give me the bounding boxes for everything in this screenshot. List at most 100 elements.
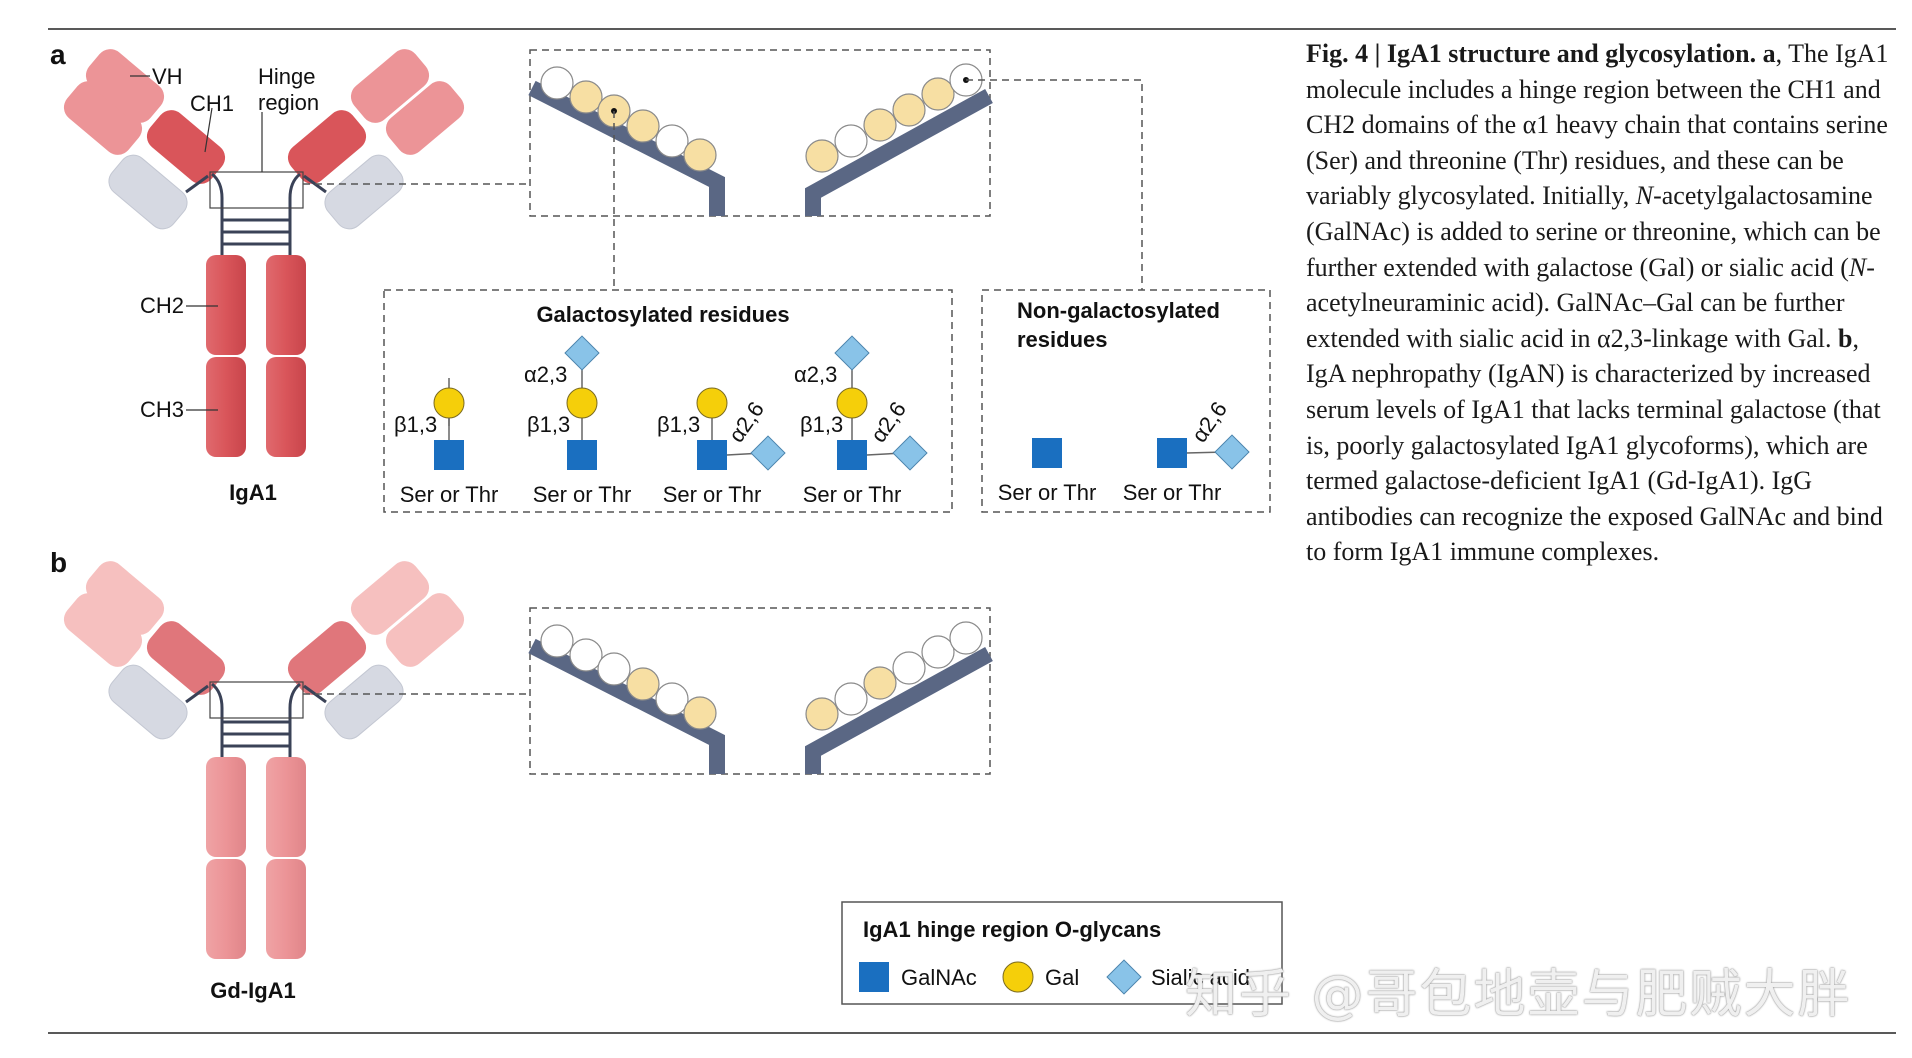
- connector-nongal: [966, 79, 1143, 290]
- sialic-diamond: [564, 335, 600, 371]
- beta13-label: β1,3: [657, 412, 700, 437]
- left-light-chain-vl: [63, 81, 143, 155]
- right-ch2-domain: [266, 757, 306, 857]
- legend-gal-label: Gal: [1045, 965, 1079, 990]
- caption-text-a1: , The IgA1 molecule includes a hinge reg…: [1306, 39, 1889, 211]
- beta13-label: β1,3: [527, 412, 570, 437]
- right-light-chain-cl: [324, 154, 404, 230]
- label-gd-iga1: Gd-IgA1: [210, 978, 296, 1003]
- right-light-chain-cl: [324, 664, 404, 740]
- label-iga1: IgA1: [229, 480, 277, 505]
- caption-text-b: , IgA nephropathy (IgAN) is characterize…: [1306, 323, 1883, 567]
- left-light-chain-cl: [108, 154, 188, 230]
- label-ch1: CH1: [190, 91, 234, 116]
- left-light-chain-cl: [108, 664, 188, 740]
- right-light-chain-vl: [385, 81, 465, 155]
- backbone-right-b: [805, 646, 993, 774]
- zoom-box-a: [529, 49, 991, 217]
- left-ch3-domain: [206, 357, 246, 457]
- sialic-diamond: [834, 335, 870, 371]
- right-ch1-domain: [287, 621, 367, 695]
- hinge-region-box: [209, 171, 304, 209]
- residue-label: Ser or Thr: [663, 482, 762, 507]
- left-ch2-domain: [206, 757, 246, 857]
- galnac-square: [697, 440, 727, 470]
- residue-label: Ser or Thr: [533, 482, 632, 507]
- bead: [921, 77, 955, 111]
- caption-paragraph: Fig. 4 | IgA1 structure and glycosylatio…: [1306, 36, 1896, 570]
- caption-fig-label: Fig. 4 | IgA1 structure and glycosylatio…: [1306, 39, 1757, 68]
- right-light-chain-vl: [385, 593, 465, 667]
- bead: [626, 667, 660, 701]
- residue-label: Ser or Thr: [803, 482, 902, 507]
- galnac-square: [1157, 438, 1187, 468]
- right-ch3-domain: [266, 357, 306, 457]
- non-gal-title-1: Non-galactosylated: [1017, 298, 1220, 323]
- watermark: 知乎 @哥包地壶与肥贼大胖: [1185, 965, 1852, 1025]
- glycan-structure-1: β1,3 Ser or Thr: [394, 378, 498, 507]
- bead: [655, 682, 689, 716]
- right-vh-domain: [350, 561, 430, 635]
- right-ch2-domain: [266, 255, 306, 355]
- hinge-zoom-b: [528, 607, 993, 775]
- gal-circle: [433, 387, 465, 419]
- zoom-box-b: [529, 607, 991, 775]
- right-ch3-domain: [266, 859, 306, 959]
- galnac-square: [434, 440, 464, 470]
- caption-n2: N: [1848, 252, 1867, 282]
- left-ch3-domain: [206, 859, 246, 959]
- caption-text-a3: -acetylneuraminic acid). GalNAc–Gal can …: [1306, 252, 1875, 353]
- legend-galnac-label: GalNAc: [901, 965, 977, 990]
- backbone-left-a: [528, 80, 725, 216]
- galactosylated-panel: Galactosylated residues β1,3 Ser or Thr …: [383, 289, 953, 513]
- hinge-strands: [185, 172, 327, 255]
- bead: [863, 108, 897, 142]
- residue-label: Ser or Thr: [1123, 480, 1222, 505]
- legend-box: [841, 901, 1283, 1005]
- galnac-square: [567, 440, 597, 470]
- galnac-square: [1032, 438, 1062, 468]
- sialic-diamond: [1214, 434, 1250, 470]
- caption-text-a2: -acetylgalactosamine (GalNAc) is added t…: [1306, 181, 1881, 282]
- galactosylated-box: [383, 289, 953, 513]
- left-vh-domain: [85, 561, 165, 635]
- left-ch1-domain: [146, 621, 226, 695]
- legend-gal-circle: [1002, 961, 1034, 993]
- non-galactosylated-box: [981, 289, 1271, 513]
- hinge-region-box: [209, 681, 304, 719]
- bead: [569, 638, 603, 672]
- bead: [805, 139, 839, 173]
- gal-circle: [566, 387, 598, 419]
- gd-iga1-antibody: Gd-IgA1: [63, 561, 465, 1003]
- bead: [834, 682, 868, 716]
- bead: [626, 109, 660, 143]
- left-light-chain-vl: [63, 593, 143, 667]
- legend-sialic-label: Sialic acid: [1151, 965, 1250, 990]
- bead: [683, 138, 717, 172]
- sialic-diamond: [892, 435, 928, 471]
- bead: [569, 80, 603, 114]
- bead: [683, 696, 717, 730]
- sialic-diamond: [750, 435, 786, 471]
- gal-circle: [696, 387, 728, 419]
- glycan-structure-2: α2,3 β1,3 Ser or Thr: [524, 335, 632, 507]
- bead: [863, 666, 897, 700]
- legend: IgA1 hinge region O-glycans GalNAc Gal S…: [841, 901, 1283, 1005]
- alpha26-label: α2,6: [1187, 397, 1232, 447]
- panel-b-letter: b: [50, 547, 67, 578]
- label-hinge-1: Hinge: [258, 64, 315, 89]
- non-galactosylated-panel: Non-galactosylated residues Ser or Thr α…: [981, 289, 1271, 513]
- backbone-right-a: [805, 88, 993, 216]
- legend-sialic-diamond: [1106, 959, 1142, 995]
- left-vh-domain: [85, 49, 165, 123]
- glycan-structure-4: α2,3 β1,3 α2,6 Ser or Thr: [794, 335, 928, 507]
- bead: [949, 621, 983, 655]
- alpha26-label: α2,6: [866, 397, 911, 447]
- bead: [540, 624, 574, 658]
- beta13-label: β1,3: [800, 412, 843, 437]
- residue-label: Ser or Thr: [400, 482, 499, 507]
- label-ch3: CH3: [140, 397, 184, 422]
- left-ch2-domain: [206, 255, 246, 355]
- glycan-beads-b: [540, 621, 983, 731]
